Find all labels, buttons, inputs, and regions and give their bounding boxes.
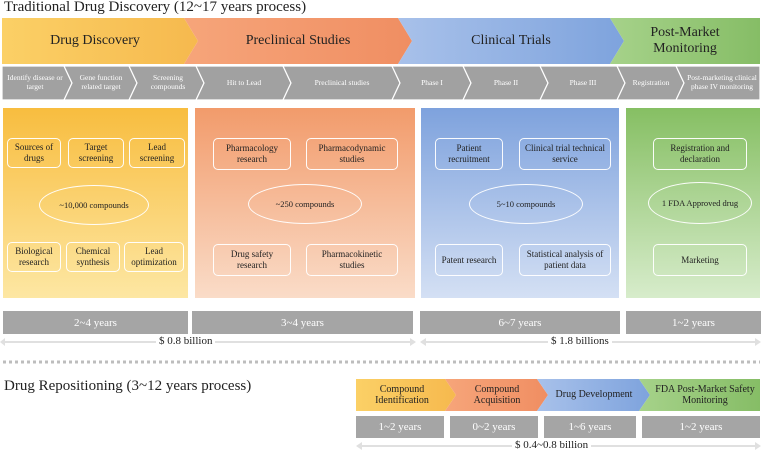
rep-duration-fda: 1~2 years bbox=[642, 416, 760, 438]
stage-chevron-drug-discovery bbox=[2, 18, 198, 64]
box-pharmacokinetic-studies: Pharmacokinetic studies bbox=[306, 244, 398, 276]
rep-label-development: Drug Development bbox=[555, 389, 633, 401]
step-label: Screening compounds bbox=[150, 73, 186, 91]
repositioning-title: Drug Repositioning (3~12 years process) bbox=[4, 378, 252, 394]
duration-discovery: 2~4 years bbox=[3, 311, 188, 334]
stage-label-drug-discovery: Drug Discovery bbox=[50, 32, 140, 48]
cost-discovery-preclinical: $ 0.8 billion bbox=[156, 335, 216, 347]
step-label: Preclinical studies bbox=[314, 77, 370, 87]
box-patent-research: Patent research bbox=[435, 244, 503, 276]
ellipse-approved-drug: 1 FDA Approved drug bbox=[648, 182, 752, 224]
step-label: Phase III bbox=[569, 77, 597, 87]
step-label: Hit to Lead bbox=[226, 77, 262, 87]
stage-label-post-market: Post-Market Monitoring bbox=[650, 24, 720, 56]
duration-clinical: 6~7 years bbox=[420, 311, 620, 334]
box-biological-research: Biological research bbox=[7, 242, 61, 272]
step-label: Post-marketing clinical phase IV monitor… bbox=[687, 73, 757, 91]
box-target-screening: Target screening bbox=[68, 138, 124, 168]
rep-duration-acquisition: 0~2 years bbox=[450, 416, 538, 438]
traditional-title: Traditional Drug Discovery (12~17 years … bbox=[4, 0, 307, 15]
rep-label-fda: FDA Post-Market Safety Monitoring bbox=[655, 383, 755, 407]
box-lead-optimization: Lead optimization bbox=[124, 242, 184, 272]
rep-chevron-identification bbox=[356, 379, 456, 411]
step-label: Phase I bbox=[421, 77, 443, 87]
step-label: Identify disease or target bbox=[7, 73, 63, 91]
stage-chevron-preclinical bbox=[184, 18, 412, 64]
duration-postmarket: 1~2 years bbox=[626, 311, 761, 334]
box-clinical-trial-service: Clinical trial technical service bbox=[519, 138, 611, 170]
box-marketing: Marketing bbox=[653, 244, 747, 276]
ellipse-clinical-compounds: 5~10 compounds bbox=[469, 184, 583, 224]
box-drug-safety-research: Drug safety research bbox=[213, 244, 291, 276]
cost-clinical-postmarket: $ 1.8 billions bbox=[548, 335, 612, 347]
box-statistical-analysis: Statistical analysis of patient data bbox=[519, 244, 611, 276]
rep-duration-identification: 1~2 years bbox=[356, 416, 444, 438]
box-pharmacodynamic-studies: Pharmacodynamic studies bbox=[306, 138, 398, 170]
rep-cost: $ 0.4~0.8 billion bbox=[512, 439, 592, 451]
box-pharmacology-research: Pharmacology research bbox=[213, 138, 291, 170]
box-patient-recruitment: Patient recruitment bbox=[435, 138, 503, 170]
step-label: Phase II bbox=[493, 77, 519, 87]
stage-chevron-post-market bbox=[610, 18, 760, 64]
stage-label-preclinical: Preclinical Studies bbox=[245, 32, 351, 48]
duration-preclinical: 3~4 years bbox=[192, 311, 413, 334]
ellipse-discovery-compounds: ~10,000 compounds bbox=[39, 185, 149, 225]
rep-chevron-fda bbox=[639, 379, 760, 411]
rep-label-acquisition: Compound Acquisition bbox=[473, 383, 521, 407]
box-lead-screening: Lead screening bbox=[129, 138, 185, 168]
rep-chevron-acquisition bbox=[445, 379, 548, 411]
stage-label-clinical: Clinical Trials bbox=[471, 32, 551, 48]
rep-chevron-development bbox=[537, 379, 650, 411]
box-registration-declaration: Registration and declaration bbox=[653, 138, 747, 170]
step-label: Gene function related target bbox=[79, 73, 123, 91]
rep-label-identification: Compound Identification bbox=[375, 383, 429, 407]
step-label: Registration bbox=[632, 77, 670, 87]
ellipse-preclinical-compounds: ~250 compounds bbox=[248, 184, 362, 224]
rep-duration-development: 1~6 years bbox=[544, 416, 636, 438]
box-chemical-synthesis: Chemical synthesis bbox=[66, 242, 120, 272]
box-sources-of-drugs: Sources of drugs bbox=[7, 138, 61, 168]
stage-chevron-clinical bbox=[398, 18, 624, 64]
